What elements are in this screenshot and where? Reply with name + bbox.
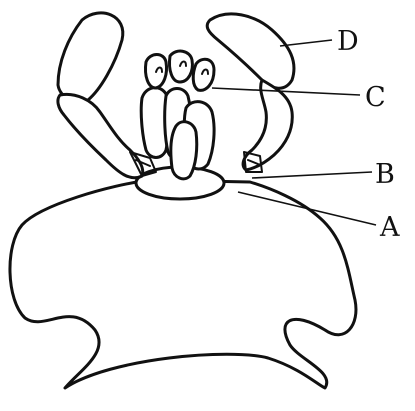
right-petal-lower xyxy=(243,80,292,170)
label-a: A xyxy=(379,212,400,243)
label-c: C xyxy=(365,82,386,113)
label-b: B xyxy=(375,159,395,190)
left-petal-upper xyxy=(58,13,123,102)
anther-middle xyxy=(169,51,192,82)
right-petal-d xyxy=(207,14,294,88)
leader-d xyxy=(280,40,332,46)
base-body xyxy=(10,180,356,388)
label-d: D xyxy=(337,26,359,57)
anther-right xyxy=(193,59,214,90)
leader-c xyxy=(212,88,360,95)
leader-b xyxy=(252,172,372,178)
stamen-4 xyxy=(171,122,197,179)
left-petal-lower xyxy=(58,94,143,177)
